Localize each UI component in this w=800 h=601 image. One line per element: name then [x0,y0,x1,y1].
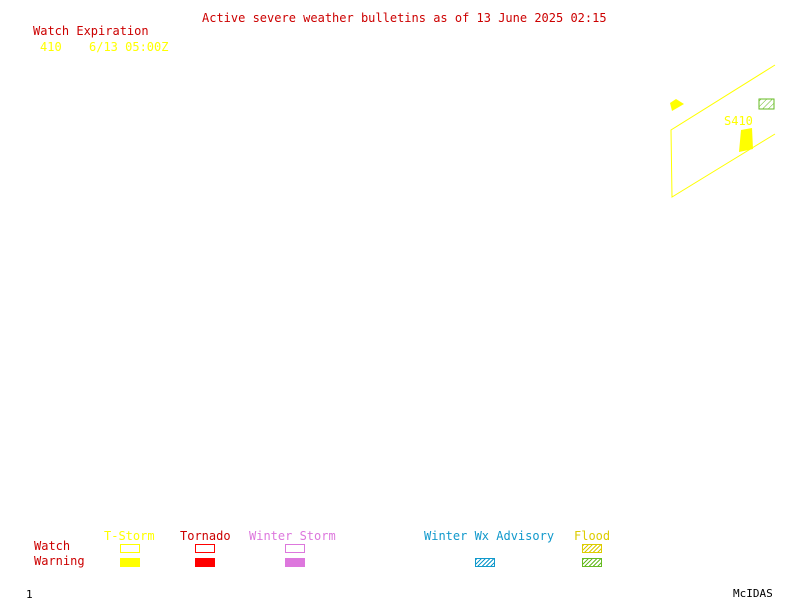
legend-winter-advisory-label: Winter Wx Advisory [424,529,555,543]
legend-winter-advisory-warning-swatch [475,558,495,567]
legend-tornado-watch-swatch [195,544,215,553]
legend-tstorm-warning-swatch [120,558,140,567]
bulletin-title: Active severe weather bulletins as of 13… [202,11,607,25]
watch-410-label: S410 [724,114,753,128]
legend-row-watch: Watch [34,539,71,553]
tstorm-warning-polygon-2 [739,128,753,152]
legend-tstorm-watch-swatch [120,544,140,553]
watch-expiration-heading: Watch Expiration [33,24,149,38]
frame-number: 1 [26,588,33,601]
legend-tstorm-label: T-Storm [104,529,155,543]
legend-winter-storm-warning-swatch [285,558,305,567]
legend-flood-label: Flood [574,529,611,543]
tstorm-warning-polygon-1 [670,99,684,111]
watch-number: 410 [40,40,62,54]
legend-flood-watch-swatch [582,544,602,553]
watch-410-outline [670,64,776,198]
flood-warning-area [758,98,775,110]
legend-winter-storm-watch-swatch [285,544,305,553]
watch-expiry-time: 6/13 05:00Z [89,40,169,54]
legend-tornado-label: Tornado [180,529,231,543]
legend-row-warning: Warning [34,554,85,568]
legend-tornado-warning-swatch [195,558,215,567]
legend-flood-warning-swatch [582,558,602,567]
legend-winter-storm-label: Winter Storm [249,529,336,543]
software-label: McIDAS [733,587,773,600]
